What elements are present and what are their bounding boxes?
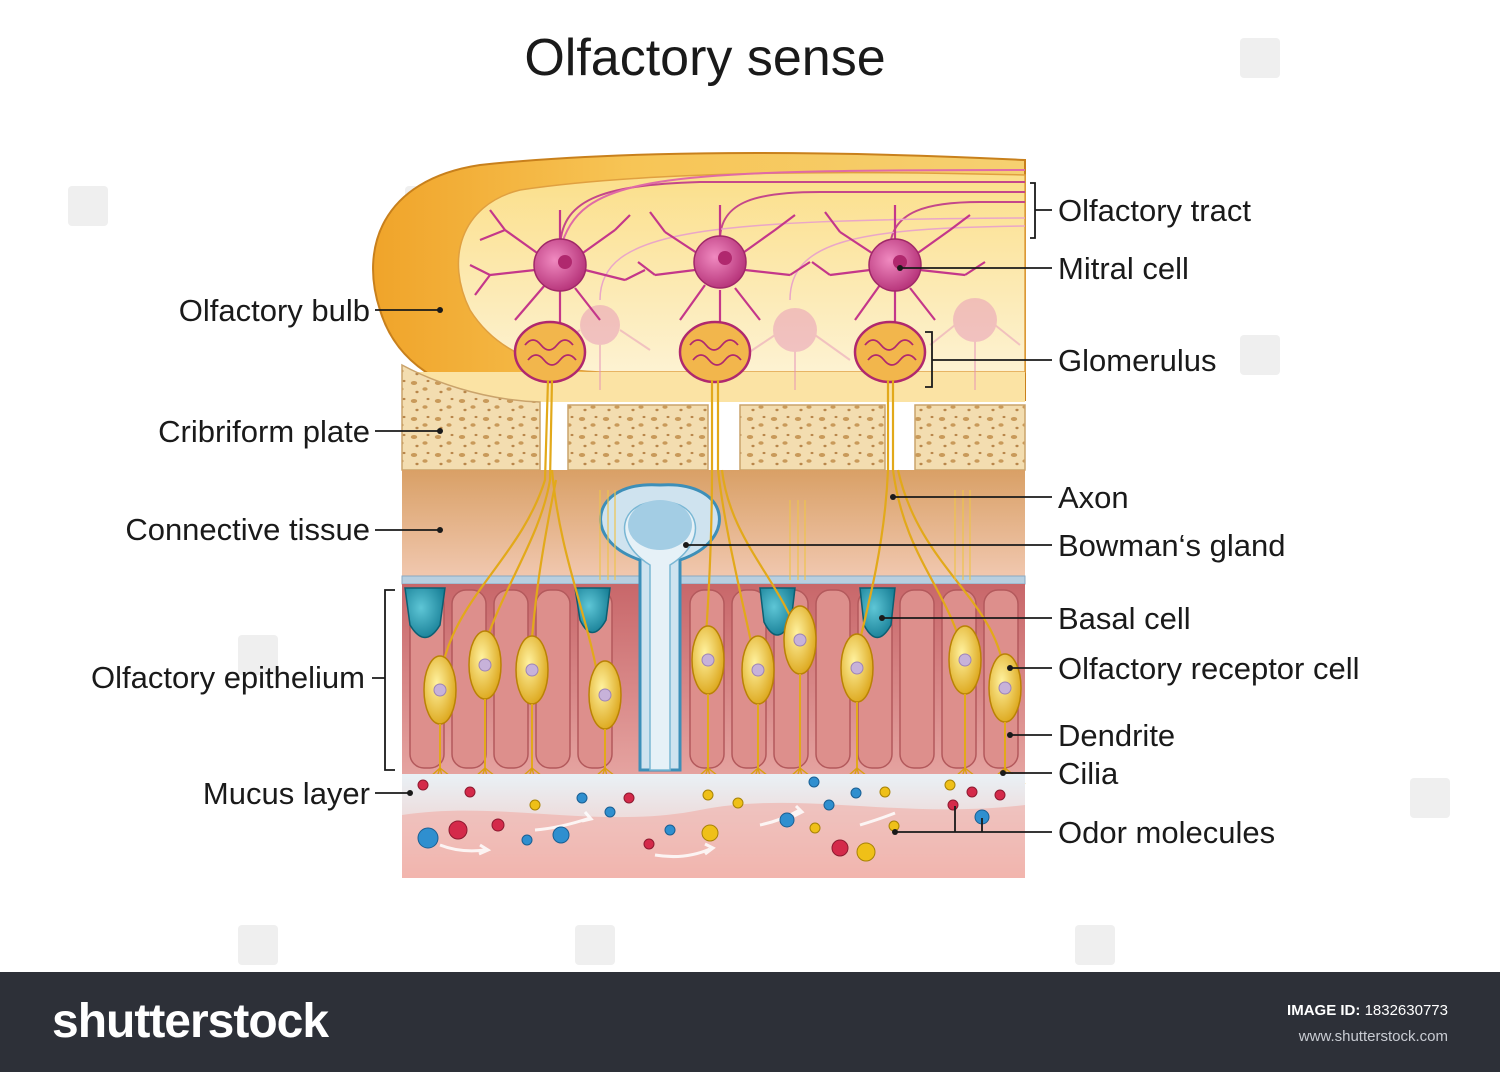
tract-fibers xyxy=(559,169,1026,251)
bowmans-gland xyxy=(599,483,721,772)
label-olfactory-epithelium: Olfactory epithelium xyxy=(91,660,365,695)
label-mitral-cell: Mitral cell xyxy=(1058,251,1189,286)
cribriform-plate xyxy=(401,363,1026,471)
faint-mitral-cells xyxy=(554,298,1021,390)
label-olfactory-bulb: Olfactory bulb xyxy=(178,293,370,328)
label-cilia: Cilia xyxy=(1058,756,1119,791)
dendrites xyxy=(439,674,1006,768)
label-mucus-layer: Mucus layer xyxy=(202,776,370,811)
glomeruli xyxy=(513,320,927,384)
nerve-bundles xyxy=(599,490,971,580)
image-id: IMAGE ID: 1832630773 xyxy=(1287,1002,1448,1019)
mitral-cell-1 xyxy=(469,209,646,330)
label-olfactory-tract: Olfactory tract xyxy=(1058,193,1251,228)
mitral-cells xyxy=(469,205,986,330)
glomerulus-3 xyxy=(853,320,927,384)
odor-molecules xyxy=(417,776,1006,862)
glomerulus-2 xyxy=(678,320,752,384)
diagram-title: Olfactory sense xyxy=(524,29,886,87)
label-connective-tissue: Connective tissue xyxy=(125,512,370,547)
brand-logo: shutterstock xyxy=(52,995,329,1048)
glomerulus-1 xyxy=(513,320,587,384)
mitral-cell-2 xyxy=(637,205,811,330)
stock-footer: shutterstock IMAGE ID: 1832630773 www.sh… xyxy=(0,972,1500,1072)
label-basal-cell: Basal cell xyxy=(1058,601,1191,636)
site-url: www.shutterstock.com xyxy=(1298,1028,1448,1045)
image-id-value: 1832630773 xyxy=(1364,1002,1448,1019)
receptor-nuclei xyxy=(433,633,1012,702)
label-odor-molecules: Odor molecules xyxy=(1058,815,1276,850)
label-bowmans-gland: Bowman‘s gland xyxy=(1058,528,1286,563)
label-dendrite: Dendrite xyxy=(1058,718,1176,753)
flow-arrows xyxy=(439,804,896,858)
image-id-label: IMAGE ID: xyxy=(1287,1002,1361,1019)
label-olfactory-receptor-cell: Olfactory receptor cell xyxy=(1058,651,1360,686)
olfactory-illustration xyxy=(68,38,1450,965)
label-cribriform-plate: Cribriform plate xyxy=(158,414,370,449)
watermark-group xyxy=(68,38,1450,965)
label-axon: Axon xyxy=(1058,480,1129,515)
mitral-cell-3 xyxy=(811,205,986,330)
label-glomerulus: Glomerulus xyxy=(1058,343,1217,378)
leader-lines xyxy=(372,182,1052,833)
